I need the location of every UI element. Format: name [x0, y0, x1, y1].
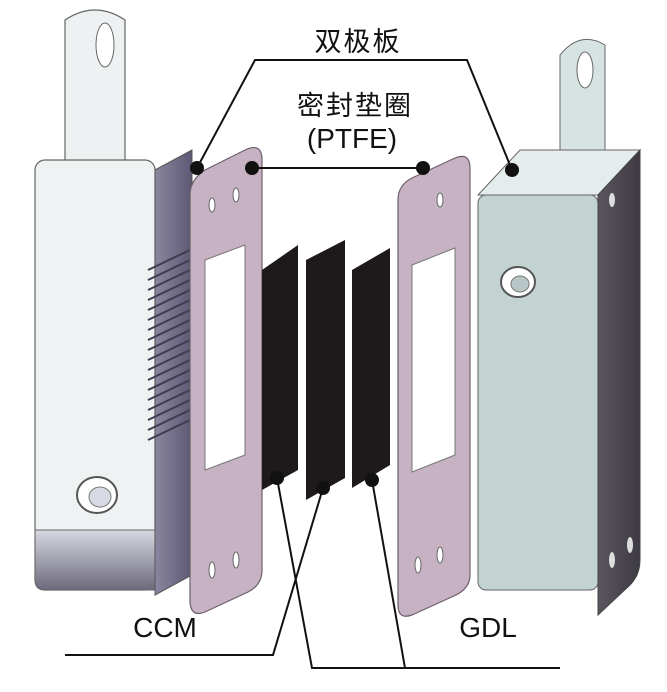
bipolar-plate-leader	[196, 59, 513, 171]
left-bipolar-plate	[34, 9, 193, 596]
gdl-leader-branch	[371, 479, 406, 669]
ccm-label: CCM	[133, 612, 197, 643]
gdl-sheet-left	[262, 245, 298, 490]
ccm-sheet	[306, 240, 345, 500]
right-bipolar-plate	[476, 38, 642, 617]
gasket-material-label: (PTFE)	[306, 123, 398, 154]
flow-channel-grid	[147, 249, 191, 441]
bipolar-plate-label: 双极板	[314, 27, 402, 58]
leader-lines	[65, 59, 560, 669]
gasket-label: 密封垫圈	[297, 91, 413, 122]
left-gasket	[189, 147, 263, 615]
gdl-label: GDL	[459, 612, 517, 643]
leader-dots	[190, 161, 519, 495]
gdl-sheet-right	[352, 248, 390, 488]
right-gasket	[397, 155, 471, 617]
ccm-leader	[65, 487, 324, 656]
gdl-leader	[276, 477, 560, 669]
membrane-stack	[262, 240, 390, 500]
